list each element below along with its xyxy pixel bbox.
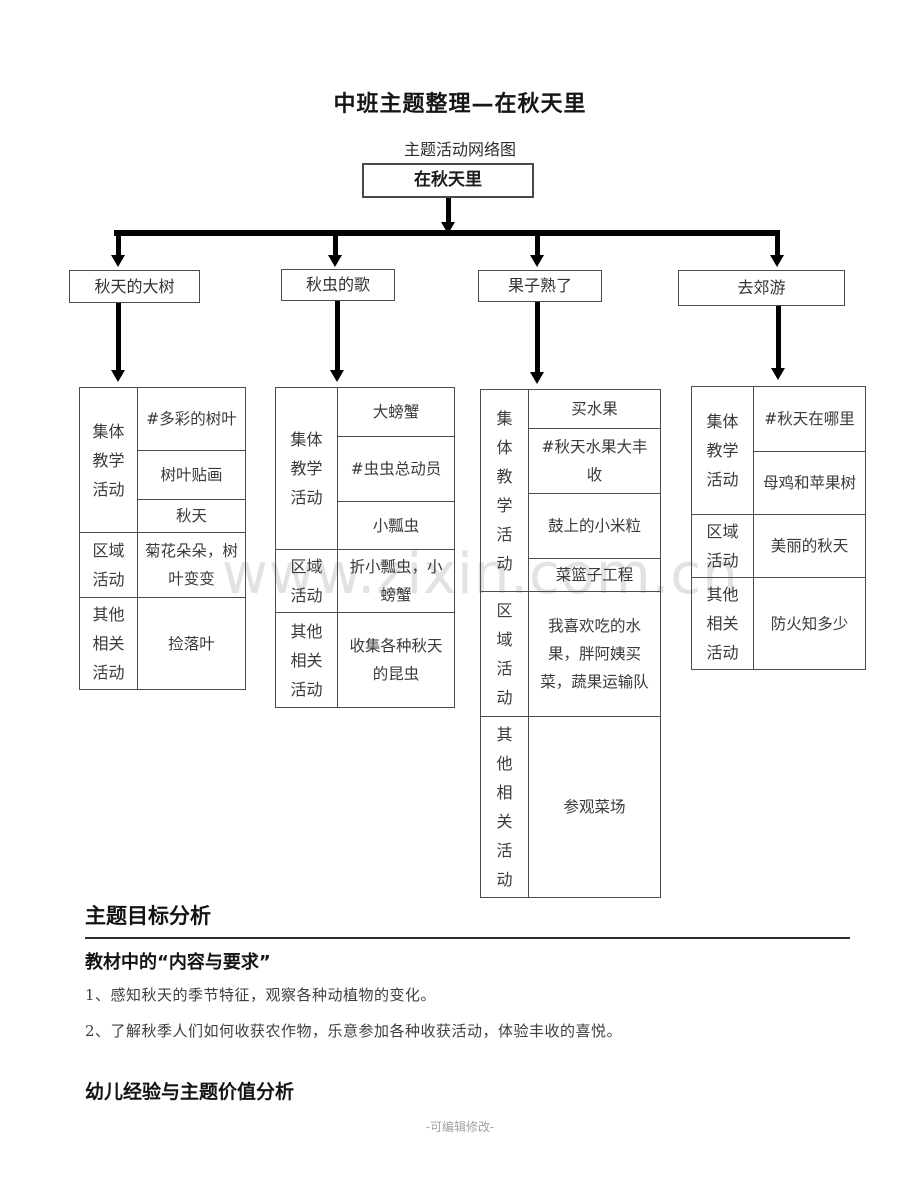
section-divider [85, 937, 850, 939]
connector-arrowhead [111, 370, 125, 382]
requirement-point-2: 2、了解秋季人们如何收获农作物，乐意参加各种收获活动，体验丰收的喜悦。 [85, 1022, 623, 1040]
connector-stem [116, 236, 121, 256]
activity-cell: 秋天 [137, 499, 246, 533]
category-cell: 区域活动 [691, 514, 754, 578]
category-cell: 区域活动 [480, 591, 529, 717]
activity-cell: 我喜欢吃的水果，胖阿姨买菜，蔬果运输队 [528, 591, 661, 717]
activity-cell: 折小瓢虫，小螃蟹 [337, 549, 455, 613]
activity-cell: #秋天在哪里 [753, 386, 866, 452]
page-title: 中班主题整理—在秋天里 [333, 92, 587, 117]
category-cell: 集体教学活动 [691, 386, 754, 515]
connector-stem [116, 303, 121, 371]
editable-note-footer: -可编辑修改- [425, 1120, 495, 1134]
activity-cell: 大螃蟹 [337, 387, 455, 437]
diagram-subtitle: 主题活动网络图 [403, 140, 516, 159]
activity-cell: 鼓上的小米粒 [528, 493, 661, 559]
connector-stem [775, 236, 780, 256]
activity-cell: 收集各种秋天的昆虫 [337, 612, 455, 708]
category-cell: 区域活动 [275, 549, 338, 613]
branch-box: 秋天的大树 [69, 270, 200, 303]
activity-cell: 树叶贴画 [137, 450, 246, 500]
connector-arrowhead [111, 255, 125, 267]
material-requirements-heading: 教材中的“内容与要求” [85, 952, 271, 973]
activity-cell: 防火知多少 [753, 577, 866, 670]
branch-box: 秋虫的歌 [281, 269, 395, 301]
category-cell: 其他相关活动 [480, 716, 529, 898]
activity-cell: 捡落叶 [137, 597, 246, 690]
connector-stem [776, 305, 781, 369]
connector-arrowhead [328, 255, 342, 267]
connector-stem [335, 301, 340, 371]
activity-cell: 买水果 [528, 389, 661, 429]
connector-arrowhead [330, 370, 344, 382]
category-cell: 集体教学活动 [275, 387, 338, 550]
activity-cell: 母鸡和苹果树 [753, 451, 866, 515]
connector-stem [333, 236, 338, 256]
activity-table: 集体教学活动#秋天在哪里母鸡和苹果树区域活动美丽的秋天其他相关活动防火知多少 [691, 386, 866, 670]
activity-table: 集体教学活动#多彩的树叶树叶贴画秋天区域活动菊花朵朵，树叶变变其他相关活动捡落叶 [79, 387, 246, 690]
category-cell: 集体教学活动 [480, 389, 529, 592]
root-node: 在秋天里 [362, 163, 534, 198]
category-cell: 其他相关活动 [691, 577, 754, 670]
category-cell: 其他相关活动 [79, 597, 138, 690]
connector-root-stem [446, 196, 451, 224]
activity-cell: 美丽的秋天 [753, 514, 866, 578]
category-cell: 其他相关活动 [275, 612, 338, 708]
branch-box: 果子熟了 [478, 270, 602, 302]
activity-cell: #多彩的树叶 [137, 387, 246, 451]
requirement-point-1: 1、感知秋天的季节特征，观察各种动植物的变化。 [85, 986, 437, 1004]
connector-arrowhead [770, 255, 784, 267]
connector-bar [114, 230, 780, 236]
activity-table: 集体教学活动买水果#秋天水果大丰收鼓上的小米粒菜篮子工程区域活动我喜欢吃的水果，… [480, 389, 661, 898]
activity-cell: 小瓢虫 [337, 501, 455, 550]
connector-stem [535, 236, 540, 256]
connector-arrowhead [771, 368, 785, 380]
goal-analysis-heading: 主题目标分析 [85, 904, 211, 928]
connector-stem [535, 302, 540, 373]
activity-cell: 参观菜场 [528, 716, 661, 898]
activity-cell: #秋天水果大丰收 [528, 428, 661, 494]
category-cell: 集体教学活动 [79, 387, 138, 533]
activity-table: 集体教学活动大螃蟹#虫虫总动员小瓢虫区域活动折小瓢虫，小螃蟹其他相关活动收集各种… [275, 387, 455, 708]
connector-arrowhead [530, 372, 544, 384]
activity-cell: 菜篮子工程 [528, 558, 661, 592]
activity-cell: #虫虫总动员 [337, 436, 455, 502]
branch-box: 去郊游 [678, 270, 845, 306]
activity-cell: 菊花朵朵，树叶变变 [137, 532, 246, 598]
category-cell: 区域活动 [79, 532, 138, 598]
connector-arrowhead [530, 255, 544, 267]
experience-value-heading: 幼儿经验与主题价值分析 [85, 1081, 295, 1103]
